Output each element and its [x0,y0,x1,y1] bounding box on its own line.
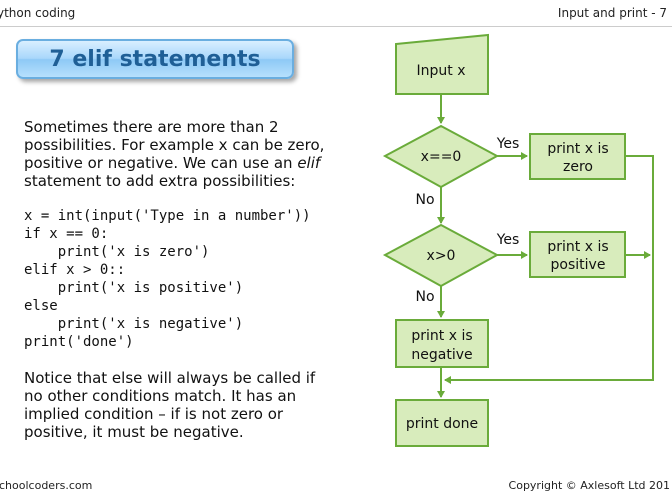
decision-shape-2 [382,223,500,288]
arrow-merge [444,155,654,384]
decision-label-2: x>0 [427,248,456,264]
yes-label-1: Yes [496,136,520,152]
negative-box-line-2: negative [411,347,472,363]
zero-box [529,133,626,180]
negative-box-line-1: print x is [411,328,472,344]
header-divider [0,26,672,27]
no-label-2: No [415,289,434,305]
header-course-title: ython coding [0,6,76,20]
slide-title: 7 elif statements [49,46,261,72]
yes-label-2: Yes [496,232,520,248]
intro-paragraph: Sometimes there are more than 2 possibil… [24,118,344,190]
decision-label-1: x==0 [421,149,462,165]
code-line: print('x is positive') [24,280,244,296]
positive-box [529,231,626,278]
flow-connectors [437,94,654,398]
notice-line-2: no other conditions match. It has an [24,387,297,405]
code-line: print('done') [24,334,134,350]
positive-box-line-1: print x is [547,239,608,255]
footer-copyright: Copyright © Axlesoft Ltd 201 [508,479,670,492]
positive-box-line-2: positive [551,257,606,273]
zero-box-line-2: zero [563,159,593,175]
elif-keyword: elif [297,154,321,172]
notice-line-1: Notice that else will always be called i… [24,369,316,387]
notice-line-3: implied condition – if is not zero or [24,405,284,423]
code-line: x = int(input('Type in a number')) [24,208,311,224]
done-box-label: print done [406,416,478,432]
header-section-title: Input and print - 7 [557,6,667,20]
intro-line-2: possibilities. For example x can be zero… [24,136,325,154]
code-line: print('x is zero') [24,244,210,260]
no-label-1: No [415,192,434,208]
footer-website: choolcoders.com [0,479,93,492]
code-block: x = int(input('Type in a number')) if x … [24,207,311,351]
intro-line-4: statement to add extra possibilities: [24,172,296,190]
negative-box [395,319,489,368]
flowchart: Input x x==0 Yes No print x is zero x>0 … [382,33,654,447]
decision-shape-1 [382,124,500,189]
code-line: else [24,298,58,314]
notice-paragraph: Notice that else will always be called i… [24,369,344,441]
input-label: Input x [417,63,466,79]
code-line: print('x is negative') [24,316,244,332]
intro-line-1: Sometimes there are more than 2 [24,118,279,136]
code-line: elif x > 0:: [24,262,126,278]
zero-box-line-1: print x is [547,141,608,157]
done-box [395,399,489,447]
title-banner: 7 elif statements [16,39,294,79]
code-line: if x == 0: [24,226,109,242]
input-shape [395,33,489,95]
intro-line-3: positive or negative. We can use an [24,154,298,172]
notice-line-4: positive, it must be negative. [24,423,244,441]
